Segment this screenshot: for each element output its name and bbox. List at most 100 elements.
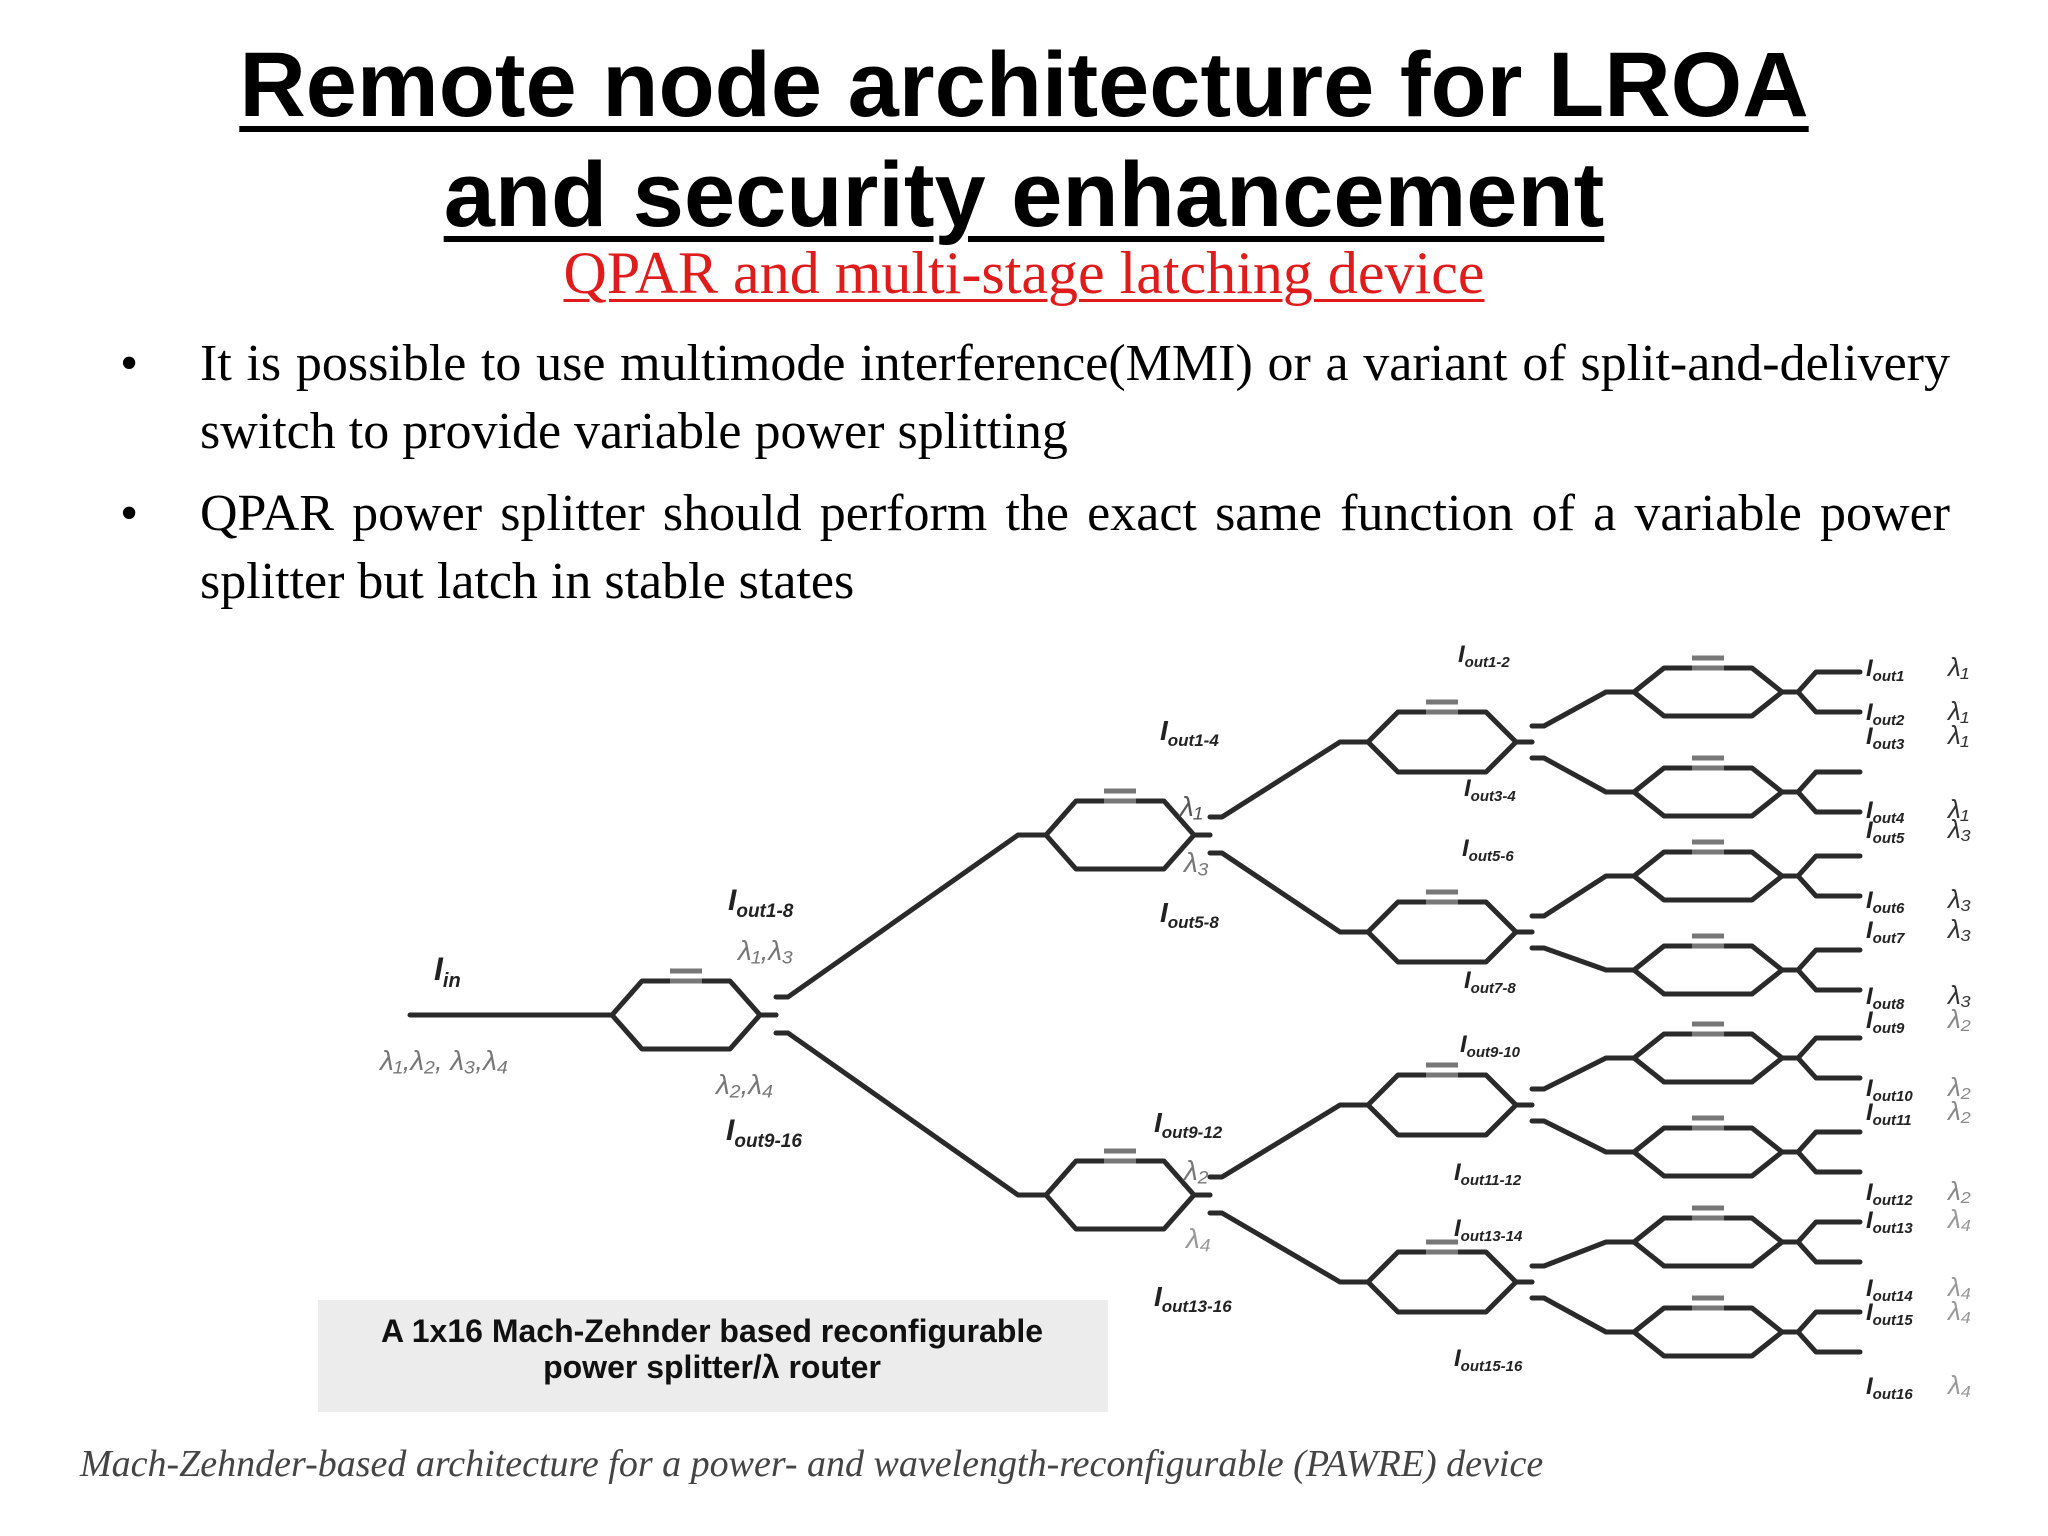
mzi-stage-3 bbox=[1349, 709, 1535, 745]
output-lambda: λ₃ bbox=[1946, 884, 1971, 914]
output-waveguide bbox=[1795, 1149, 1863, 1175]
mzi-stage-4 bbox=[1615, 1215, 1801, 1245]
output-lambda: λ₂ bbox=[1946, 1096, 1971, 1126]
slide-title: Remote node architecture for LROA and se… bbox=[0, 30, 2048, 250]
stage2-label: Iout9-12 bbox=[1154, 1107, 1223, 1142]
label-box-line-1: A 1x16 Mach-Zehnder based reconfigurable bbox=[381, 1313, 1043, 1349]
link-2-3 bbox=[1207, 1102, 1355, 1180]
mzi-stage-4 bbox=[1615, 849, 1801, 879]
mzi-stage-3 bbox=[1349, 739, 1535, 775]
coupler-marker bbox=[1692, 755, 1724, 771]
stage2-lambda: λ₃ bbox=[1182, 847, 1209, 878]
mzi-stage-2 bbox=[1027, 1158, 1213, 1198]
coupler-marker bbox=[670, 968, 702, 984]
link-3-4 bbox=[1529, 1239, 1621, 1269]
mzi-stage-3 bbox=[1349, 1072, 1535, 1108]
stage3-label: Iout3-4 bbox=[1464, 775, 1516, 805]
output-waveguide bbox=[1795, 1239, 1863, 1265]
mzi-stage-4 bbox=[1615, 689, 1801, 719]
output-lambda: λ₁ bbox=[1946, 720, 1969, 750]
stage3-label: Iout1-2 bbox=[1458, 641, 1510, 671]
coupler-marker bbox=[1692, 839, 1724, 855]
output-lambda: λ₃ bbox=[1946, 814, 1971, 844]
title-line-2: and security enhancement bbox=[443, 144, 1605, 246]
mzi-stage-4 bbox=[1615, 765, 1801, 795]
mzi-stage-2 bbox=[1027, 832, 1213, 872]
stage3-label: Iout11-12 bbox=[1454, 1159, 1522, 1189]
output-lambda: λ₄ bbox=[1946, 1204, 1971, 1234]
mzi-stage-1 bbox=[593, 1012, 779, 1052]
output-label: Iout1 bbox=[1866, 655, 1904, 685]
mzi-stage-1 bbox=[593, 978, 779, 1018]
coupler-marker bbox=[1692, 1021, 1724, 1037]
mzi-stage-4 bbox=[1615, 665, 1801, 695]
output-lambda: λ₁ bbox=[1946, 652, 1969, 682]
mzi-stage-4 bbox=[1615, 1305, 1801, 1335]
subtitle-text: QPAR and multi-stage latching device bbox=[563, 240, 1485, 306]
output-waveguide bbox=[1795, 947, 1863, 973]
output-lambda: λ₁ bbox=[1946, 794, 1969, 824]
label-box-line-2: power splitter/λ router bbox=[543, 1349, 881, 1385]
stage1-upper-lambda: λ₁,λ₃ bbox=[736, 935, 793, 966]
mzi-stage-4 bbox=[1615, 1055, 1801, 1085]
link-2-3 bbox=[1207, 1210, 1355, 1285]
output-waveguide bbox=[1795, 873, 1863, 899]
output-waveguide bbox=[1795, 1309, 1863, 1335]
stage3-label: Iout15-16 bbox=[1454, 1345, 1523, 1375]
coupler-marker bbox=[1426, 1062, 1458, 1078]
mzi-stage-4 bbox=[1615, 1031, 1801, 1061]
mzi-stage-4 bbox=[1615, 873, 1801, 903]
output-lambda: λ₄ bbox=[1946, 1370, 1971, 1400]
mzi-stage-3 bbox=[1349, 1249, 1535, 1285]
output-waveguide bbox=[1795, 789, 1863, 815]
mzi-stage-4 bbox=[1615, 1125, 1801, 1155]
link-3-4 bbox=[1529, 1295, 1621, 1335]
link-3-4 bbox=[1529, 689, 1621, 729]
output-lambda: λ₃ bbox=[1946, 914, 1971, 944]
slide-subtitle: QPAR and multi-stage latching device bbox=[0, 238, 2048, 308]
coupler-marker bbox=[1692, 1295, 1724, 1311]
mzi-stage-3 bbox=[1349, 1102, 1535, 1138]
coupler-marker bbox=[1426, 889, 1458, 905]
input-label: Iin bbox=[434, 951, 461, 992]
output-waveguide bbox=[1795, 689, 1863, 715]
output-waveguide bbox=[1795, 1035, 1863, 1061]
stage3-label: Iout9-10 bbox=[1460, 1031, 1521, 1061]
link-3-4 bbox=[1529, 1118, 1621, 1155]
coupler-marker bbox=[1104, 1148, 1136, 1164]
mzi-stage-3 bbox=[1349, 899, 1535, 935]
output-waveguide bbox=[1795, 769, 1863, 795]
coupler-marker bbox=[1692, 1205, 1724, 1221]
input-lambdas: λ₁,λ₂, λ₃,λ₄ bbox=[378, 1045, 508, 1076]
mzi-stage-4 bbox=[1615, 943, 1801, 973]
coupler-marker bbox=[1692, 1115, 1724, 1131]
output-label: Iout14 bbox=[1866, 1275, 1913, 1305]
mzi-stage-4 bbox=[1615, 1239, 1801, 1269]
mzi-stage-4 bbox=[1615, 967, 1801, 997]
link-3-4 bbox=[1529, 873, 1621, 919]
stage1-lower-label: Iout9-16 bbox=[726, 1114, 802, 1152]
mzi-stage-3 bbox=[1349, 1279, 1535, 1315]
coupler-marker bbox=[1104, 788, 1136, 804]
output-lambda: λ₁ bbox=[1946, 696, 1969, 726]
coupler-marker bbox=[1426, 699, 1458, 715]
output-waveguide bbox=[1795, 669, 1863, 695]
figure-caption: Mach-Zehnder-based architecture for a po… bbox=[80, 1443, 1544, 1485]
output-label: Iout16 bbox=[1866, 1373, 1913, 1403]
output-waveguide bbox=[1795, 1219, 1863, 1245]
bullet-list: • It is possible to use multimode interf… bbox=[110, 330, 1950, 630]
stage2-label: Iout13-16 bbox=[1154, 1281, 1232, 1316]
output-waveguide bbox=[1795, 967, 1863, 993]
mzi-stage-2 bbox=[1027, 1192, 1213, 1232]
stage1-lower-lambda: λ₂,λ₄ bbox=[714, 1069, 773, 1100]
title-line-1: Remote node architecture for LROA bbox=[239, 34, 1809, 136]
link-2-3 bbox=[1207, 739, 1355, 820]
output-waveguide bbox=[1795, 1329, 1863, 1355]
output-lambda: λ₄ bbox=[1946, 1296, 1971, 1326]
link-3-4 bbox=[1529, 755, 1621, 795]
bullet-dot: • bbox=[120, 335, 139, 392]
link-3-4 bbox=[1529, 945, 1621, 973]
coupler-marker bbox=[1692, 655, 1724, 671]
output-lambda: λ₂ bbox=[1946, 1176, 1971, 1206]
